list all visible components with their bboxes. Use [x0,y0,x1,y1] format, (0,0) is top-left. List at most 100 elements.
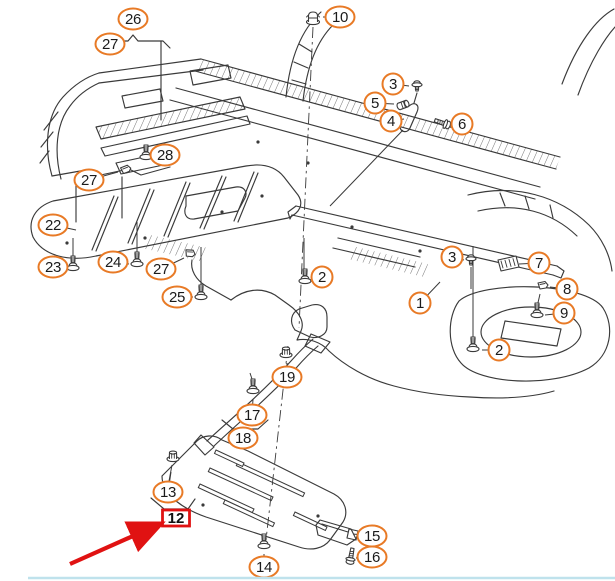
callout-oval [227,426,259,450]
callout-3[interactable]: 3 [381,72,405,96]
callout-9[interactable]: 9 [552,301,576,325]
callout-12-highlighted[interactable]: 12 [161,508,191,528]
highlight-box [161,508,191,528]
callout-2[interactable]: 2 [310,265,334,289]
callout-26[interactable]: 26 [117,7,149,31]
screw-icon [257,533,271,550]
callout-oval [310,265,334,289]
callout-oval [552,301,576,325]
callout-14[interactable]: 14 [248,555,280,579]
callout-oval [161,285,193,309]
callout-10[interactable]: 10 [324,5,356,29]
callout-oval [117,7,149,31]
callout-oval [271,365,303,389]
block-icon [497,255,520,272]
callout-number: 18 [235,430,251,447]
bolt-icon [344,546,358,566]
callout-number: 2 [495,342,503,359]
nut-icon [279,346,293,359]
rivet-icon [465,254,477,266]
callout-4[interactable]: 4 [379,109,403,133]
callout-8[interactable]: 8 [555,277,579,301]
callout-oval [527,251,551,275]
callout-number: 27 [153,261,169,278]
callout-number: 24 [105,254,121,271]
callout-number: 6 [458,116,466,133]
callout-number: 27 [81,172,97,189]
highlight-annotations: 12 [69,508,191,566]
callout-number: 17 [244,407,260,424]
callout-number: 27 [102,36,118,53]
plug-icon [395,99,411,111]
callout-17[interactable]: 17 [236,403,268,427]
callout-16[interactable]: 16 [356,545,388,569]
callout-number: 19 [279,369,295,386]
callout-oval [236,403,268,427]
callout-oval [73,168,105,192]
callout-number: 9 [560,305,568,322]
screw-icon [246,378,260,395]
highlight-arrow [69,521,166,566]
callout-oval [379,109,403,133]
callout-oval [37,213,69,237]
callout-number: 4 [387,113,395,130]
callout-oval [555,277,579,301]
callout-7[interactable]: 7 [527,251,551,275]
callout-oval [381,72,405,96]
callout-number: 26 [125,11,141,28]
callout-number: 7 [535,255,543,272]
callout-1[interactable]: 1 [408,291,432,315]
callout-27[interactable]: 27 [94,32,126,56]
nut-icon [166,450,180,463]
callout-23[interactable]: 23 [37,255,69,279]
callout-oval [363,91,387,115]
callout-oval [94,32,126,56]
callout-oval [324,5,356,29]
callout-18[interactable]: 18 [227,426,259,450]
callout-oval [152,480,184,504]
callout-oval [149,143,181,167]
callout-28[interactable]: 28 [149,143,181,167]
callout-oval [145,257,177,281]
screw-icon [194,284,208,301]
callout-oval [450,112,474,136]
callout-number: 10 [332,9,348,26]
callout-oval [408,291,432,315]
screw-icon [530,302,544,319]
callout-2[interactable]: 2 [487,338,511,362]
rivet-icon [411,80,423,92]
callout-15[interactable]: 15 [356,524,388,548]
callout-number: 5 [371,95,379,112]
callout-24[interactable]: 24 [97,250,129,274]
callout-number: 1 [416,295,424,312]
callout-oval [487,338,511,362]
clip-icon [537,280,549,290]
callout-number: 14 [256,559,272,576]
screw-icon [466,336,480,353]
callout-25[interactable]: 25 [161,285,193,309]
callout-oval [37,255,69,279]
callout-number: 3 [389,76,397,93]
callout-6[interactable]: 6 [450,112,474,136]
screw-icon [130,251,144,268]
callout-3[interactable]: 3 [440,245,464,269]
callout-number: 16 [364,549,380,566]
capnut-icon [305,11,321,26]
callout-oval [440,245,464,269]
callout-19[interactable]: 19 [271,365,303,389]
callout-number: 2 [318,269,326,286]
callout-5[interactable]: 5 [363,91,387,115]
callout-27[interactable]: 27 [145,257,177,281]
callout-oval [97,250,129,274]
callout-22[interactable]: 22 [37,213,69,237]
screw-icon [298,268,312,285]
callout-number: 22 [45,217,61,234]
callout-number: 23 [45,259,61,276]
callout-number: 13 [160,484,176,501]
callout-27[interactable]: 27 [73,168,105,192]
callout-13[interactable]: 13 [152,480,184,504]
callout-number: 15 [364,528,380,545]
